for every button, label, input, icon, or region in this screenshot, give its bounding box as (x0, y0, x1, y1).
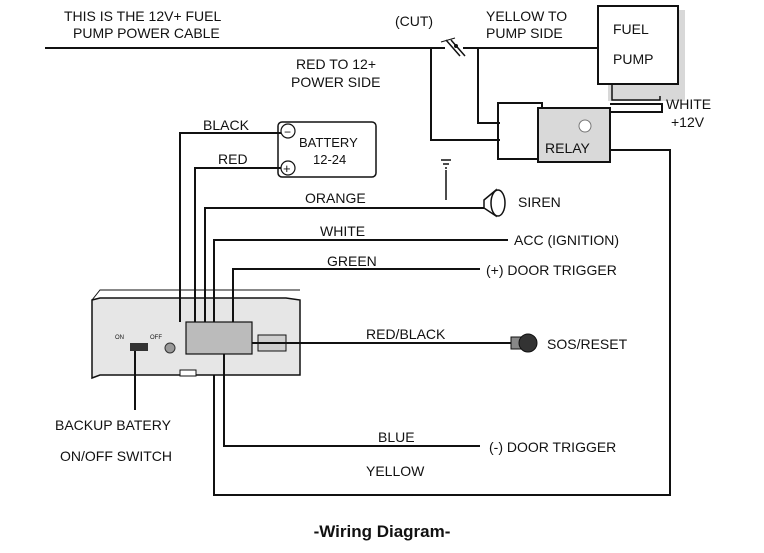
fuel-pump (597, 5, 685, 101)
sos-reset-button-icon (510, 333, 538, 353)
fuel-pump-label-line2: PUMP (613, 51, 653, 67)
yellow-to-label-line2: PUMP SIDE (486, 25, 563, 41)
fuel-pump-label-line1: FUEL (613, 21, 649, 37)
pump-lead (611, 84, 661, 101)
white-12v-label-line2: +12V (671, 114, 705, 130)
ground-icon (441, 159, 451, 200)
red-to-label-line1: RED TO 12+ (296, 56, 376, 72)
black-wire (179, 132, 281, 322)
acc-label: ACC (IGNITION) (514, 232, 619, 248)
blue-label: BLUE (378, 429, 415, 445)
red-relay-wire (430, 48, 500, 141)
switch-off-label: OFF (150, 335, 162, 341)
alarm-module (91, 289, 301, 380)
green-label: GREEN (327, 253, 377, 269)
pos-door-trigger-label: (+) DOOR TRIGGER (486, 262, 617, 278)
red-label: RED (218, 151, 248, 167)
yellow-label: YELLOW (366, 463, 425, 479)
cut-label: (CUT) (395, 13, 433, 29)
backup-switch-label-line2: ON/OFF SWITCH (60, 448, 172, 464)
battery-positive-label: + (283, 161, 291, 176)
yellow-wire (213, 149, 671, 496)
siren-icon (483, 188, 506, 218)
orange-wire (204, 207, 484, 322)
battery-negative-label: − (284, 125, 291, 139)
fuel-cable-label-line1: THIS IS THE 12V+ FUEL (64, 8, 222, 24)
wire-connector (185, 321, 253, 355)
cut-mark-icon (440, 37, 466, 57)
battery (277, 121, 377, 178)
black-label: BLACK (203, 117, 250, 133)
backup-switch-icon[interactable] (130, 343, 148, 351)
siren-label: SIREN (518, 194, 561, 210)
white-12v-label-line1: WHITE (666, 96, 711, 112)
relay (497, 102, 611, 163)
white-12v-wire (610, 103, 663, 113)
sos-reset-label: SOS/RESET (547, 336, 628, 352)
green-wire (232, 268, 480, 322)
diagram-caption: -Wiring Diagram- (314, 522, 451, 541)
white-wire (213, 239, 508, 322)
red-wire (194, 167, 281, 322)
red-to-label-line2: POWER SIDE (291, 74, 380, 90)
neg-door-trigger-label: (-) DOOR TRIGGER (489, 439, 616, 455)
blue-wire (223, 354, 480, 447)
switch-on-label: ON (115, 335, 124, 341)
fuel-cable-label-line2: PUMP POWER CABLE (73, 25, 220, 41)
battery-label-line2: 12-24 (313, 152, 346, 167)
yellow-relay-wire (477, 48, 500, 124)
white-label: WHITE (320, 223, 365, 239)
backup-switch-label-line1: BACKUP BATERY (55, 417, 172, 433)
battery-label-line1: BATTERY (299, 135, 358, 150)
orange-label: ORANGE (305, 190, 366, 206)
relay-label: RELAY (545, 140, 591, 156)
yellow-to-label-line1: YELLOW TO (486, 8, 567, 24)
red-black-label: RED/BLACK (366, 326, 446, 342)
